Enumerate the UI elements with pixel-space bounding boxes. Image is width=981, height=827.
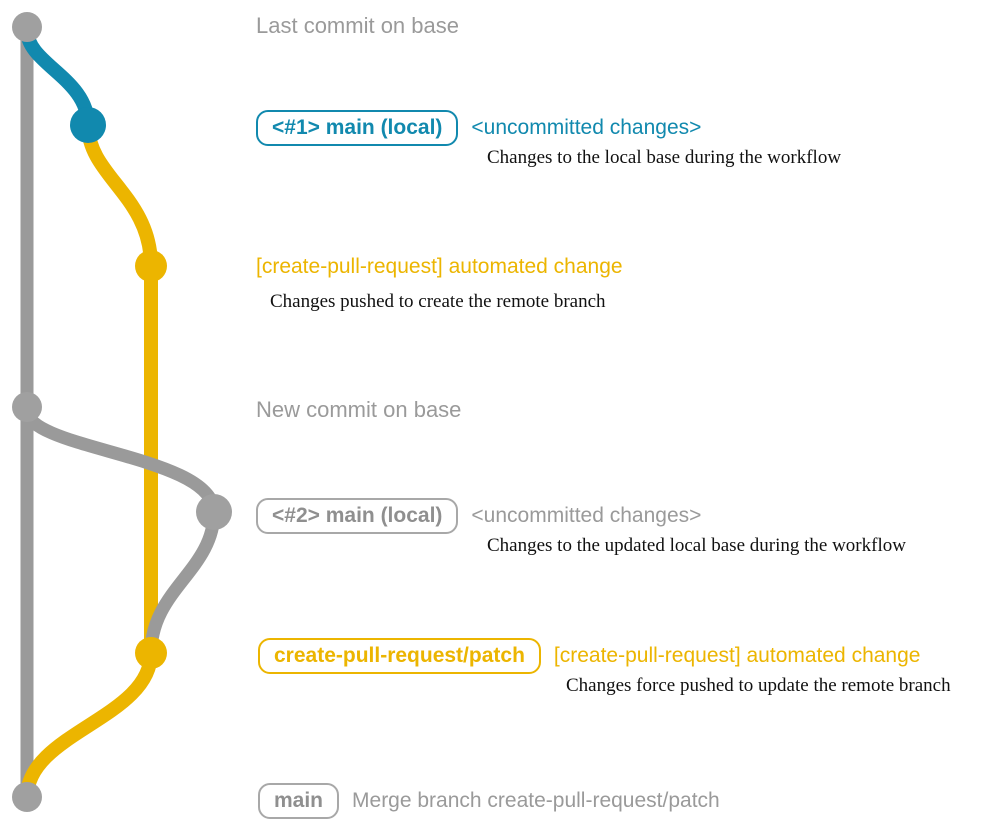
commit-subject: Merge branch create-pull-request/patch (352, 789, 720, 812)
commit-subject: [create-pull-request] automated change (256, 255, 623, 278)
commit-note-remote-branch-force-updated: Changes force pushed to update the remot… (566, 675, 951, 696)
commit-heading: Last commit on base (256, 13, 459, 38)
branch-badge-main-local-2[interactable]: <#2> main (local) (256, 498, 459, 534)
commit-note-remote-branch-created: Changes pushed to create the remote bran… (270, 291, 606, 312)
entry-remote-branch-force-updated: create-pull-request/patch [create-pull-r… (258, 638, 920, 674)
branch-badge-main[interactable]: main (258, 783, 340, 819)
entry-local-uncommitted-2: <#2> main (local) <uncommitted changes> (256, 498, 701, 534)
commit-subject: <uncommitted changes> (471, 116, 702, 139)
commit-note-local-uncommitted-2: Changes to the updated local base during… (487, 535, 906, 556)
entry-remote-branch-created: [create-pull-request] automated change (256, 256, 623, 277)
commit-subject: [create-pull-request] automated change (553, 644, 921, 667)
entry-local-uncommitted-1: <#1> main (local) <uncommitted changes> (256, 110, 701, 146)
entry-last-commit-on-base: Last commit on base (256, 15, 459, 37)
commit-heading: New commit on base (256, 397, 462, 422)
entry-merge-commit: main Merge branch create-pull-request/pa… (258, 783, 720, 819)
entry-new-commit-on-base: New commit on base (256, 399, 461, 421)
branch-badge-main-local-1[interactable]: <#1> main (local) (256, 110, 459, 146)
commit-subject: <uncommitted changes> (471, 504, 702, 527)
commit-note-local-uncommitted-1: Changes to the local base during the wor… (487, 147, 842, 168)
branch-badge-create-pull-request-patch[interactable]: create-pull-request/patch (258, 638, 541, 674)
